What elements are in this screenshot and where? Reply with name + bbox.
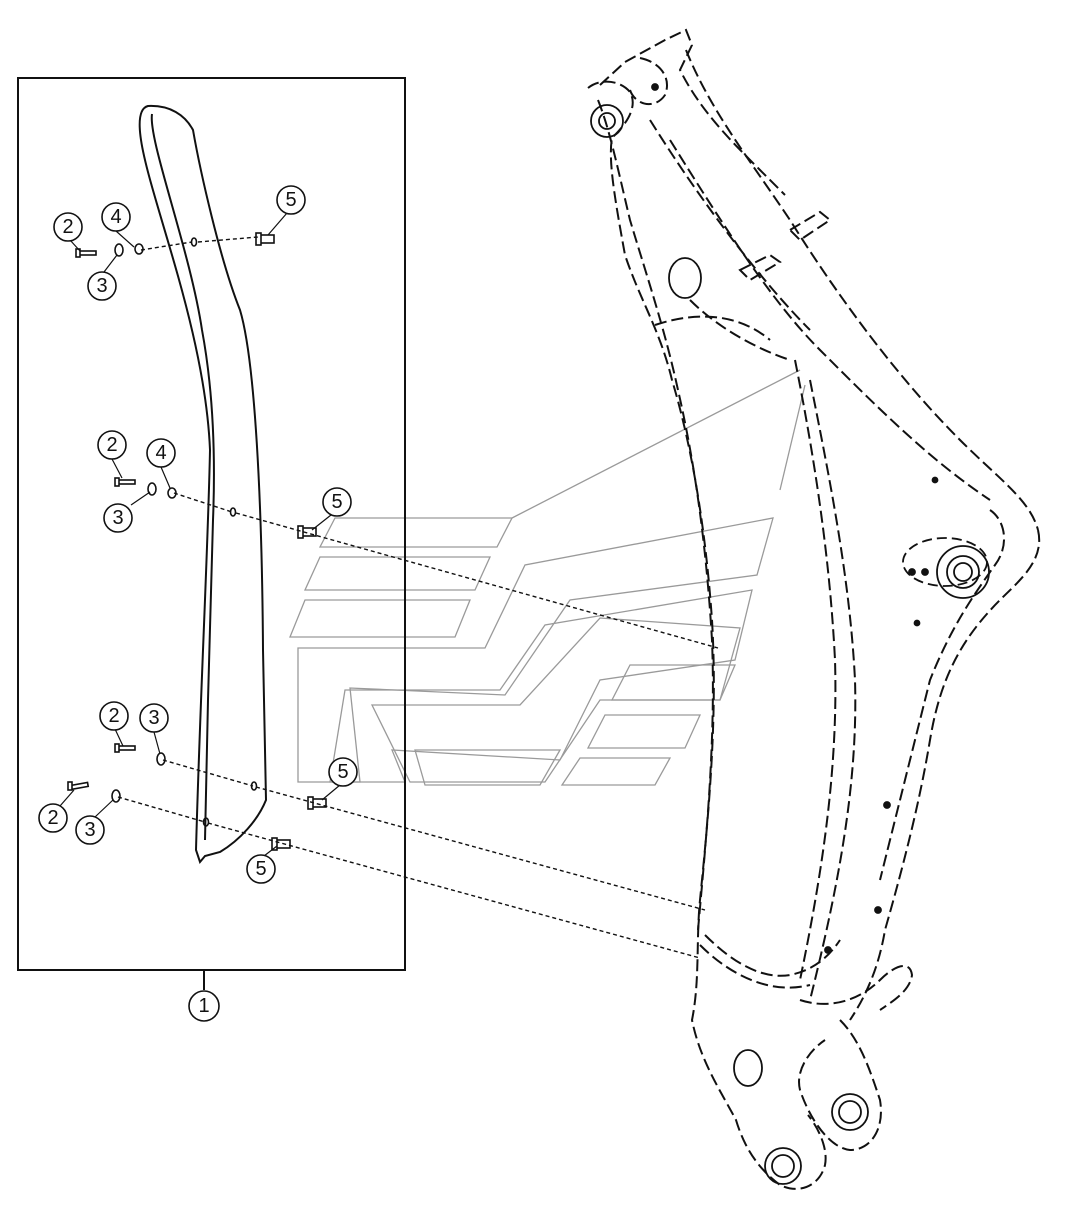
callout-3: 3 xyxy=(139,703,169,733)
washer-icon xyxy=(111,789,121,803)
callout-label: 3 xyxy=(148,707,159,729)
callout-2: 2 xyxy=(97,430,127,460)
washer-icon xyxy=(156,752,166,766)
callout-label: 5 xyxy=(255,858,266,880)
panel-hole xyxy=(202,817,210,827)
callout-label: 4 xyxy=(110,206,121,228)
callout-5: 5 xyxy=(328,757,358,787)
callout-5: 5 xyxy=(246,854,276,884)
panel-hole xyxy=(229,507,237,517)
pivot-boss-bottom-left xyxy=(764,1147,802,1185)
callout-2: 2 xyxy=(38,803,68,833)
callout-label: 3 xyxy=(96,275,107,297)
bolt-icon xyxy=(114,743,136,753)
callout-label: 4 xyxy=(155,442,166,464)
watermark-logo xyxy=(289,369,806,786)
callout-2: 2 xyxy=(53,212,83,242)
pivot-boss-top xyxy=(590,104,624,138)
callout-4: 4 xyxy=(146,438,176,468)
arm-pivots xyxy=(590,83,990,1185)
nut-icon xyxy=(134,243,144,255)
callout-label: 5 xyxy=(337,761,348,783)
callout-leaders xyxy=(59,212,341,857)
alignment-lines xyxy=(117,236,719,959)
guard-panel-inner-edge xyxy=(150,113,215,841)
callout-3: 3 xyxy=(87,271,117,301)
pivot-hole-upper xyxy=(668,257,702,299)
panel-hole xyxy=(190,237,198,247)
callout-label: 5 xyxy=(331,491,342,513)
callout-4: 4 xyxy=(101,202,131,232)
callout-label: 5 xyxy=(285,189,296,211)
callout-label: 3 xyxy=(112,507,123,529)
callout-label: 2 xyxy=(47,807,58,829)
bolt-icon xyxy=(67,781,90,791)
washer-icon xyxy=(114,243,124,257)
elbow-plate xyxy=(902,537,988,587)
callout-label: 2 xyxy=(108,705,119,727)
callout-label: 3 xyxy=(84,819,95,841)
callout-label: 1 xyxy=(198,995,209,1017)
clip-icon xyxy=(297,525,317,539)
callout-3: 3 xyxy=(103,503,133,533)
pivot-boss-bottom-right xyxy=(831,1093,869,1131)
callout-5: 5 xyxy=(322,487,352,517)
callout-2: 2 xyxy=(99,701,129,731)
hardware xyxy=(67,232,327,851)
callout-label: 2 xyxy=(62,216,73,238)
callout-3: 3 xyxy=(75,815,105,845)
callout-1: 1 xyxy=(188,990,220,1022)
callout-5: 5 xyxy=(276,185,306,215)
assembly-frame xyxy=(17,77,406,971)
bolt-icon xyxy=(114,477,136,487)
callout-label: 2 xyxy=(106,434,117,456)
guard-panel xyxy=(138,104,268,865)
pivot-hole-lower xyxy=(733,1049,763,1087)
loader-arm xyxy=(587,28,1041,1190)
clip-icon xyxy=(255,232,275,246)
pivot-boss-elbow xyxy=(936,545,990,599)
